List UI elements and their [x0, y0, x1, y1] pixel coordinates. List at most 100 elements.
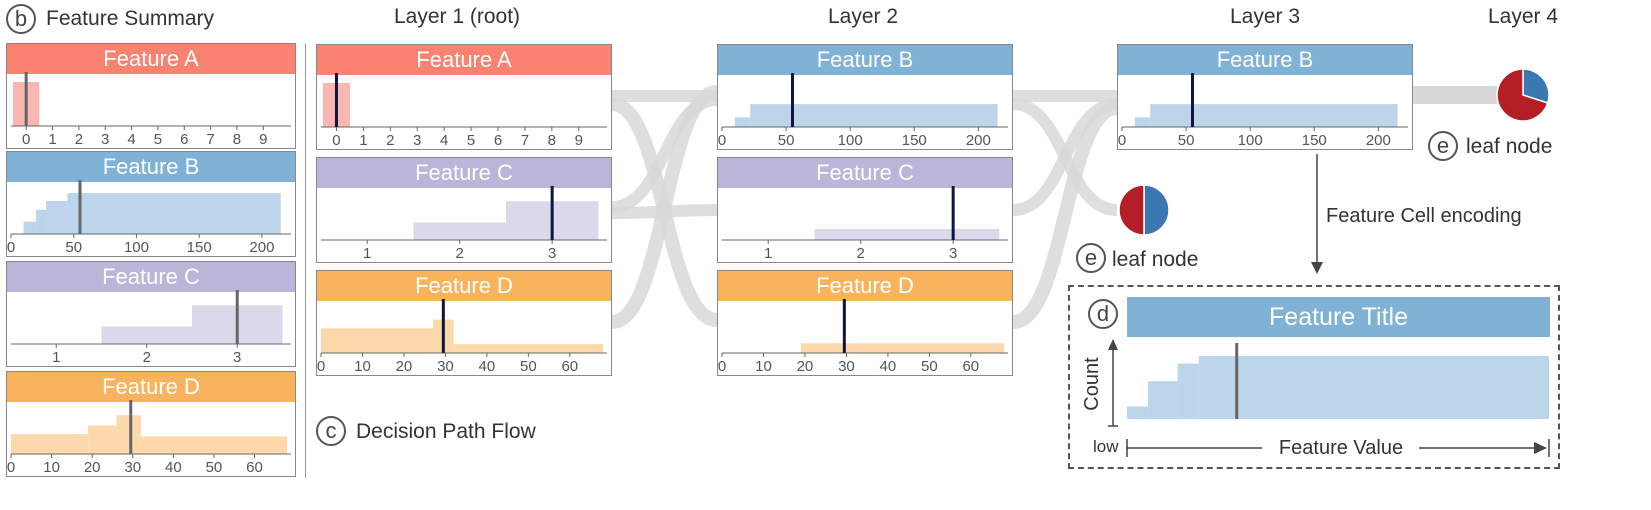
histogram-bar [1134, 117, 1151, 127]
tick-label: 2 [143, 349, 151, 366]
tick-label: 1 [48, 131, 56, 148]
feature-title: Feature C [718, 158, 1012, 188]
value-arrowhead [1534, 442, 1547, 454]
tick-label: 40 [165, 459, 182, 476]
value-marker [791, 73, 794, 127]
feature-title: Feature B [718, 45, 1012, 75]
histogram-bar [453, 344, 603, 353]
tick-label: 8 [233, 131, 241, 148]
histogram-bar [814, 229, 1000, 240]
tick-label: 1 [764, 245, 772, 262]
histogram-bar [46, 201, 68, 234]
section-e-badge: e [1076, 243, 1106, 273]
count-arrowhead [1108, 339, 1118, 350]
histogram-bar [116, 415, 141, 454]
value-marker [24, 72, 28, 126]
leaf-node-label: leaf node [1112, 248, 1199, 271]
tick-label: 40 [880, 358, 897, 375]
tick-label: 3 [101, 131, 109, 148]
histogram-bar [1198, 356, 1549, 419]
tick-label: 50 [206, 459, 223, 476]
leaf-node-pie-layer4[interactable] [1495, 67, 1551, 123]
histogram-bar [23, 221, 37, 234]
tick-label: 20 [797, 358, 814, 375]
tick-label: 4 [440, 132, 448, 149]
tick-label: 2 [456, 245, 464, 262]
tick-label: 20 [396, 358, 413, 375]
tick-label: 50 [921, 358, 938, 375]
histogram-bar [1127, 406, 1149, 419]
histogram-bar [101, 326, 192, 344]
value-marker [951, 186, 955, 240]
pie-slice-blue [1522, 68, 1550, 104]
tick-label: 0 [317, 358, 325, 375]
feature-summary-heading: Feature Summary [46, 7, 215, 30]
tick-label: 6 [180, 131, 188, 148]
value-marker [1235, 343, 1239, 419]
histogram-bar [11, 434, 89, 454]
encoding-arrow [1311, 154, 1323, 274]
legend-title-bar: Feature Title [1127, 297, 1550, 337]
tick-label: 0 [1118, 132, 1126, 149]
tick-label: 30 [838, 358, 855, 375]
tick-label: 3 [413, 132, 421, 149]
feature-cell-encoding-label: Feature Cell encoding [1326, 205, 1522, 227]
histogram-bar [321, 328, 433, 353]
feature-value-label: Feature Value [1279, 437, 1403, 459]
tick-label: 9 [259, 131, 267, 148]
feature-title: Feature C [7, 262, 295, 292]
tick-label: 2 [386, 132, 394, 149]
tick-label: 0 [332, 132, 340, 149]
tick-label: 150 [902, 132, 927, 149]
tick-label: 10 [43, 459, 60, 476]
feature-title: Feature D [718, 271, 1012, 301]
summary-divider [305, 44, 306, 478]
histogram-bar [1148, 381, 1178, 419]
pie-slice-red [1496, 68, 1549, 122]
value-marker [550, 186, 554, 240]
pie-slice-red [1118, 184, 1145, 236]
tick-label: 60 [246, 459, 263, 476]
tick-label: 200 [966, 132, 991, 149]
feature-title: Feature B [7, 152, 295, 182]
tick-label: 5 [154, 131, 162, 148]
section-b-badge: b [6, 4, 36, 34]
tick-label: 60 [962, 358, 979, 375]
tick-label: 3 [548, 245, 556, 262]
value-marker [1191, 73, 1194, 127]
histogram-bar [67, 193, 281, 234]
leaf-node-pie-layer2[interactable] [1117, 183, 1171, 237]
tick-label: 10 [755, 358, 772, 375]
tick-label: 100 [838, 132, 863, 149]
value-marker [235, 290, 239, 344]
feature-title: Feature B [1118, 45, 1412, 75]
tick-label: 0 [7, 459, 15, 476]
layer-1-heading: Layer 1 (root) [394, 5, 521, 28]
feature-title: Feature A [317, 45, 611, 75]
tick-label: 200 [249, 239, 274, 256]
value-marker [129, 400, 133, 454]
flow-ribbon [1413, 86, 1505, 104]
value-marker [78, 180, 82, 234]
tick-label: 3 [949, 245, 957, 262]
tick-label: 50 [778, 132, 795, 149]
histogram-bar [413, 222, 506, 240]
